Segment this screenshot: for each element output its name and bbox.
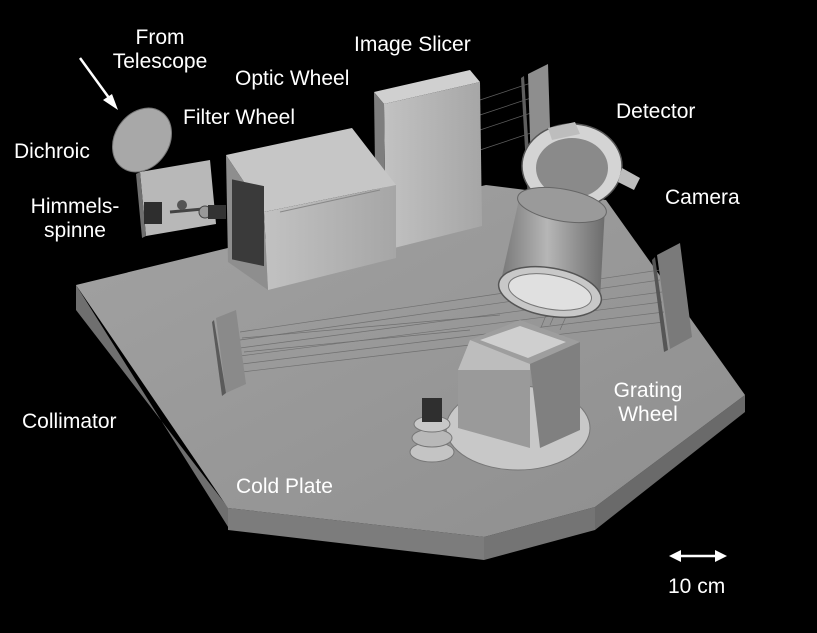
cold-plate-front-right bbox=[484, 507, 595, 560]
telescope-arrow bbox=[78, 57, 118, 110]
collimator-mirror bbox=[212, 310, 246, 396]
collimator-label: Collimator bbox=[22, 410, 117, 433]
grating-wheel-label: Grating Wheel bbox=[598, 379, 698, 427]
cold-plate-front bbox=[228, 508, 484, 560]
grating-wheel-box bbox=[458, 320, 580, 448]
from-telescope-line2: Telescope bbox=[112, 50, 208, 73]
grating-mirror bbox=[652, 243, 692, 352]
scale-bar-arrow bbox=[669, 550, 727, 562]
filter-wheel-housing bbox=[226, 128, 396, 290]
camera-label: Camera bbox=[665, 186, 740, 209]
cold-plate-side-right bbox=[595, 395, 745, 530]
scale-bar-label: 10 cm bbox=[668, 575, 726, 598]
camera-barrel bbox=[497, 186, 607, 319]
cold-plate-label: Cold Plate bbox=[236, 475, 333, 498]
optic-wheel-label: Optic Wheel bbox=[235, 67, 350, 90]
dichroic-disc bbox=[112, 107, 172, 173]
himmelsspinne-plate bbox=[136, 160, 226, 238]
detector-label: Detector bbox=[616, 100, 696, 123]
himmelsspinne-label: Himmels- spinne bbox=[20, 195, 130, 243]
from-telescope-label: From Telescope bbox=[103, 26, 217, 74]
cold-plate-side-left bbox=[76, 285, 230, 530]
filter-wheel-label: Filter Wheel bbox=[183, 106, 296, 129]
image-slicer-label: Image Slicer bbox=[354, 33, 471, 56]
from-telescope-line1: From bbox=[135, 26, 185, 49]
himmelsspinne-line2: spinne bbox=[44, 219, 106, 242]
dichroic-label: Dichroic bbox=[14, 140, 90, 163]
grating-wheel-line2: Wheel bbox=[618, 403, 678, 426]
grating-wheel-line1: Grating bbox=[613, 379, 683, 402]
filter-stack bbox=[409, 398, 455, 463]
himmelsspinne-line1: Himmels- bbox=[30, 195, 120, 218]
